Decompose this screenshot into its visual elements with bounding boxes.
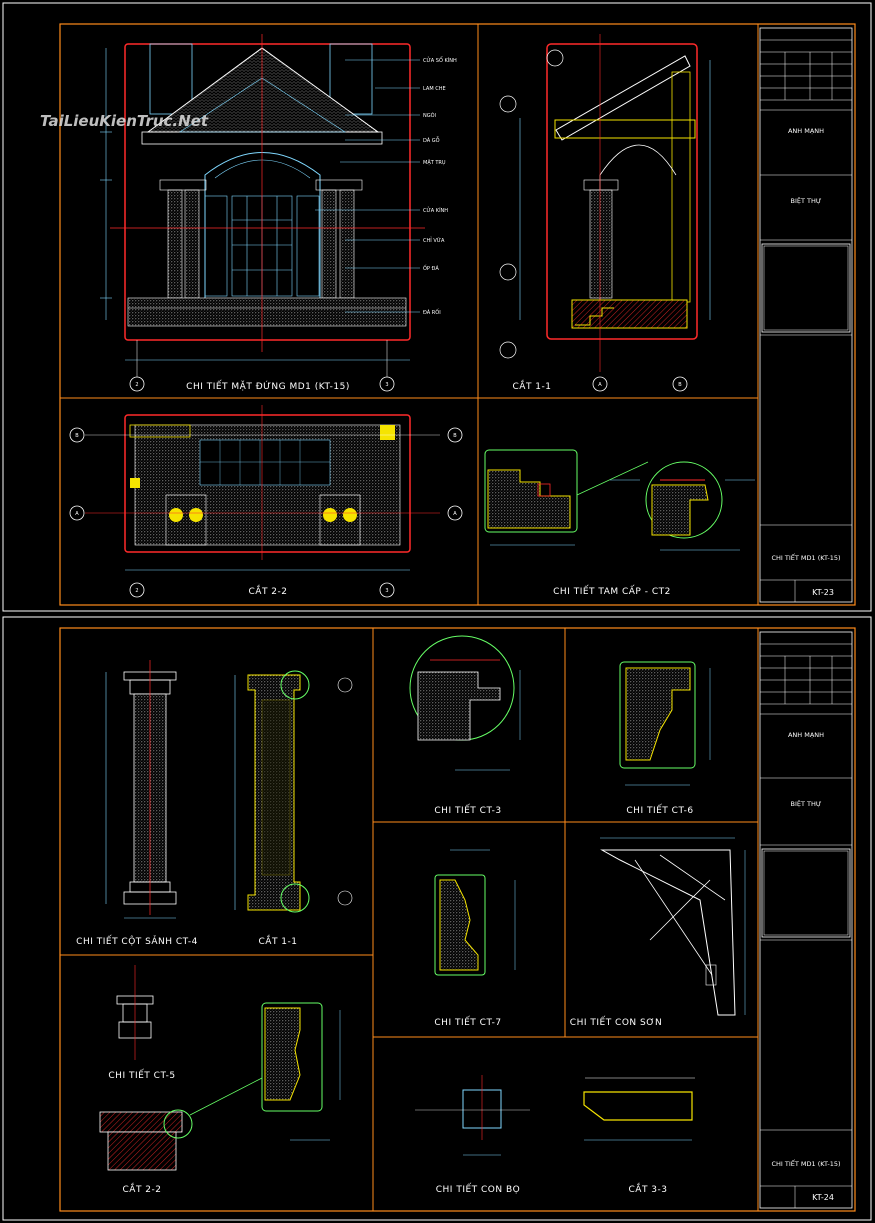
title-block-1: ANH MẠNH BIỆT THỰ CHI TIẾT MD1 (KT-15) K… xyxy=(759,27,853,603)
title-console: CHI TIẾT CON SƠN xyxy=(570,1016,662,1028)
tb2-drawing: CHI TIẾT MD1 (KT-15) xyxy=(771,1158,840,1168)
sheet-2: CHI TIẾT CỘT SẢNH CT-4 CẮT 1-1 CHI TIẾT … xyxy=(2,616,872,1221)
svg-text:ĐÁ RỐI: ĐÁ RỐI xyxy=(423,308,441,316)
tb2-sheet-number: KT-24 xyxy=(812,1193,834,1202)
title-elevation: CHI TIẾT MẶT ĐỨNG MD1 (KT-15) xyxy=(186,380,350,392)
svg-text:2: 2 xyxy=(135,588,138,594)
title-ct3: CHI TIẾT CT-3 xyxy=(434,804,501,816)
title-section-2-2: CẮT 2-2 xyxy=(249,584,288,597)
detail-console: CHI TIẾT CON SƠN xyxy=(570,837,746,1028)
tb1-sheet-number: KT-23 xyxy=(812,588,834,597)
detail-ct5: CHI TIẾT CT-5 xyxy=(108,965,175,1081)
facade-elevation: CỬA SỔ KÍNH LAM CHE NGÓI DÀ GỖ MẶT TRỤ C… xyxy=(100,34,457,392)
section-1-1: A B CẮT 1-1 xyxy=(499,34,711,392)
column-ct4: CHI TIẾT CỘT SẢNH CT-4 xyxy=(76,660,198,947)
stair-detail: CHI TIẾT TAM CẤP - CT2 xyxy=(484,449,755,597)
column-section-2-2: CẮT 2-2 xyxy=(99,1002,341,1195)
svg-text:NGÓI: NGÓI xyxy=(423,112,436,119)
title-ct6: CHI TIẾT CT-6 xyxy=(626,804,693,816)
tb1-client: ANH MẠNH xyxy=(788,127,824,135)
svg-text:DÀ GỖ: DÀ GỖ xyxy=(423,136,440,144)
title-block-2: ANH MẠNH BIỆT THỰ CHI TIẾT MD1 (KT-15) K… xyxy=(759,631,853,1209)
title-section-1-1-b: CẮT 1-1 xyxy=(259,934,298,947)
svg-text:2: 2 xyxy=(135,382,138,388)
section-3-3: CẮT 3-3 xyxy=(583,1077,695,1195)
elevation-dimensions xyxy=(100,48,410,361)
elevation-leader-lines xyxy=(315,59,420,313)
detail-ct7: CHI TIẾT CT-7 xyxy=(434,849,516,1028)
title-column-ct4: CHI TIẾT CỘT SẢNH CT-4 xyxy=(76,935,198,947)
title-section-2-2-b: CẮT 2-2 xyxy=(123,1182,162,1195)
tb1-drawing: CHI TIẾT MD1 (KT-15) xyxy=(771,552,840,562)
title-section-1-1: CẮT 1-1 xyxy=(513,379,552,392)
detail-bracket: CHI TIẾT CON BỌ xyxy=(415,1075,530,1195)
detail-ct6: CHI TIẾT CT-6 xyxy=(619,661,711,816)
svg-text:LAM CHE: LAM CHE xyxy=(423,86,446,92)
svg-text:A: A xyxy=(598,382,602,388)
svg-text:CỬA KÍNH: CỬA KÍNH xyxy=(423,206,448,214)
detail-ct3: CHI TIẾT CT-3 xyxy=(409,635,521,816)
svg-text:ỐP ĐÁ: ỐP ĐÁ xyxy=(423,264,439,272)
elevation-notes: CỬA SỔ KÍNH LAM CHE NGÓI DÀ GỖ MẶT TRỤ C… xyxy=(423,56,457,316)
elevation-columns xyxy=(159,179,363,299)
svg-text:A: A xyxy=(453,511,457,517)
watermark: TaiLieuKienTruc.Net xyxy=(40,112,209,130)
svg-text:B: B xyxy=(678,382,682,388)
svg-text:A: A xyxy=(75,511,79,517)
axis-markers-elevation: 2 3 xyxy=(129,340,395,392)
title-bracket: CHI TIẾT CON BỌ xyxy=(436,1183,520,1195)
svg-text:MẶT TRỤ: MẶT TRỤ xyxy=(423,159,446,166)
title-ct5: CHI TIẾT CT-5 xyxy=(108,1069,175,1081)
section-2-2-plan: 2 3 B A B A CẮT 2-2 xyxy=(69,405,463,598)
title-section-3-3: CẮT 3-3 xyxy=(629,1182,668,1195)
title-ct7: CHI TIẾT CT-7 xyxy=(434,1016,501,1028)
tb2-project: BIỆT THỰ xyxy=(791,799,822,808)
sheet-1: CỬA SỔ KÍNH LAM CHE NGÓI DÀ GỖ MẶT TRỤ C… xyxy=(2,2,872,612)
svg-text:B: B xyxy=(453,433,457,439)
svg-text:3: 3 xyxy=(385,588,388,594)
tb2-client: ANH MẠNH xyxy=(788,731,824,739)
tb1-project: BIỆT THỰ xyxy=(791,196,822,205)
column-section-1-1: CẮT 1-1 xyxy=(234,670,353,947)
svg-text:3: 3 xyxy=(385,382,388,388)
svg-text:CHỈ VỮA: CHỈ VỮA xyxy=(423,236,445,244)
svg-text:CỬA SỔ KÍNH: CỬA SỔ KÍNH xyxy=(423,56,457,64)
title-stair-detail: CHI TIẾT TAM CẤP - CT2 xyxy=(553,585,671,597)
svg-text:B: B xyxy=(75,433,79,439)
